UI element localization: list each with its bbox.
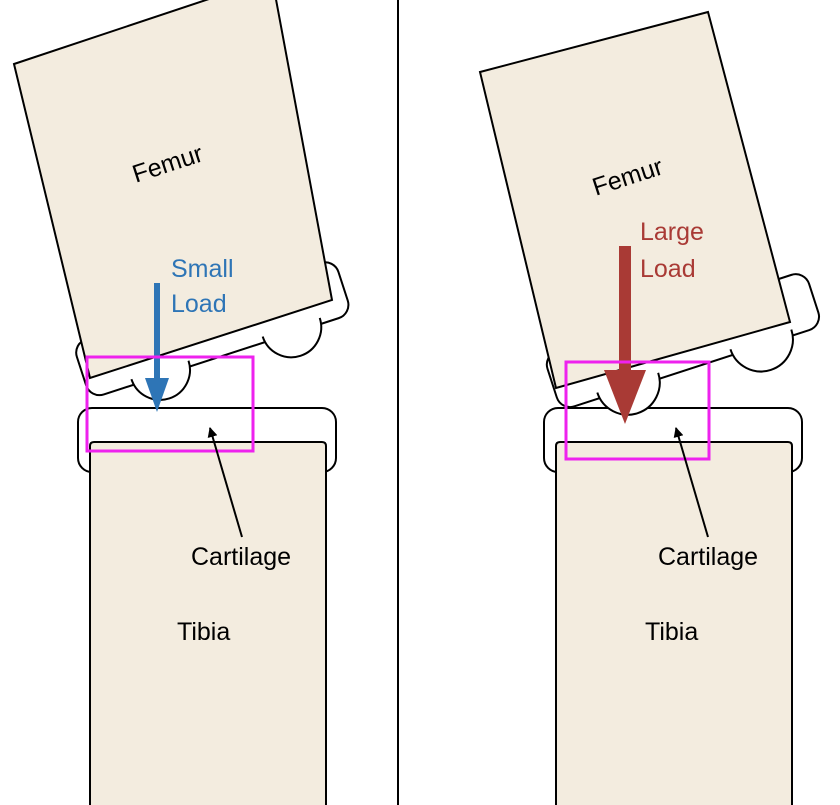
tibia-bone xyxy=(555,441,793,805)
tibia-label: Tibia xyxy=(645,618,698,646)
cartilage-pointer-arrow xyxy=(207,427,243,538)
load-label-line2: Load xyxy=(171,290,227,318)
load-label-line1: Large xyxy=(640,218,704,246)
left-panel: Femur Small Load Cartilage Tibia xyxy=(12,0,350,805)
femur-bone xyxy=(12,0,334,380)
large-load-arrow xyxy=(604,246,646,424)
contact-highlight-box xyxy=(85,355,255,453)
cartilage-label: Cartilage xyxy=(191,543,291,571)
contact-highlight-box xyxy=(564,360,711,461)
tibia-label: Tibia xyxy=(177,618,230,646)
small-load-arrow xyxy=(145,283,169,412)
femur-bone xyxy=(478,10,792,390)
tibia-bone xyxy=(89,441,327,805)
cartilage-label: Cartilage xyxy=(658,543,758,571)
right-panel: Femur Large Load Cartilage Tibia xyxy=(478,10,821,805)
load-label-line1: Small xyxy=(171,255,234,283)
load-label-line2: Load xyxy=(640,255,696,283)
cartilage-pointer-arrow xyxy=(673,427,709,538)
